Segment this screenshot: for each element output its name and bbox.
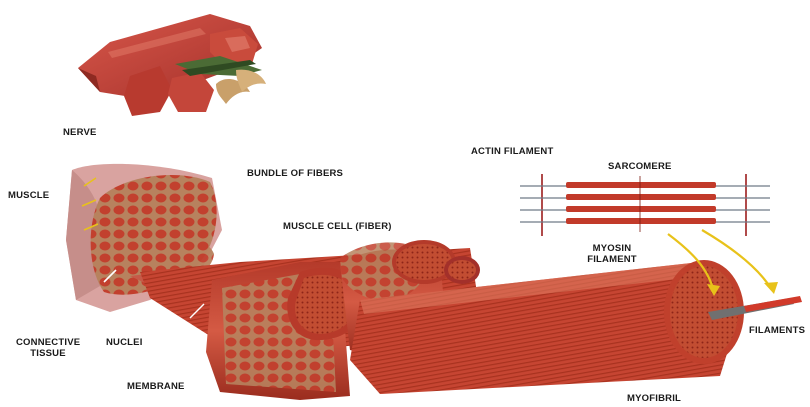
fiber-bundle [140,240,802,400]
label-bundle-of-fibers: BUNDLE OF FIBERS [247,168,343,179]
label-myofibril: MYOFIBRIL [627,393,681,404]
label-connective-tissue: CONNECTIVE TISSUE [16,337,80,359]
sarcomere-inset [520,172,770,236]
label-myosin-filament: MYOSIN FILAMENT [577,243,647,265]
label-nerve: NERVE [63,127,97,138]
label-muscle-cell-fiber: MUSCLE CELL (FIBER) [283,221,392,232]
label-membrane: MEMBRANE [127,381,185,392]
label-muscle: MUSCLE [8,190,49,201]
label-actin-filament: ACTIN FILAMENT [471,146,553,157]
label-nuclei: NUCLEI [106,337,143,348]
label-sarcomere: SARCOMERE [608,161,672,172]
label-connective-line2: TISSUE [16,348,80,359]
label-connective-line1: CONNECTIVE [16,337,80,348]
meat-photo [78,14,266,116]
label-myosin-line2: FILAMENT [577,254,647,265]
label-filaments: FILAMENTS [749,325,805,336]
label-myosin-line1: MYOSIN [577,243,647,254]
